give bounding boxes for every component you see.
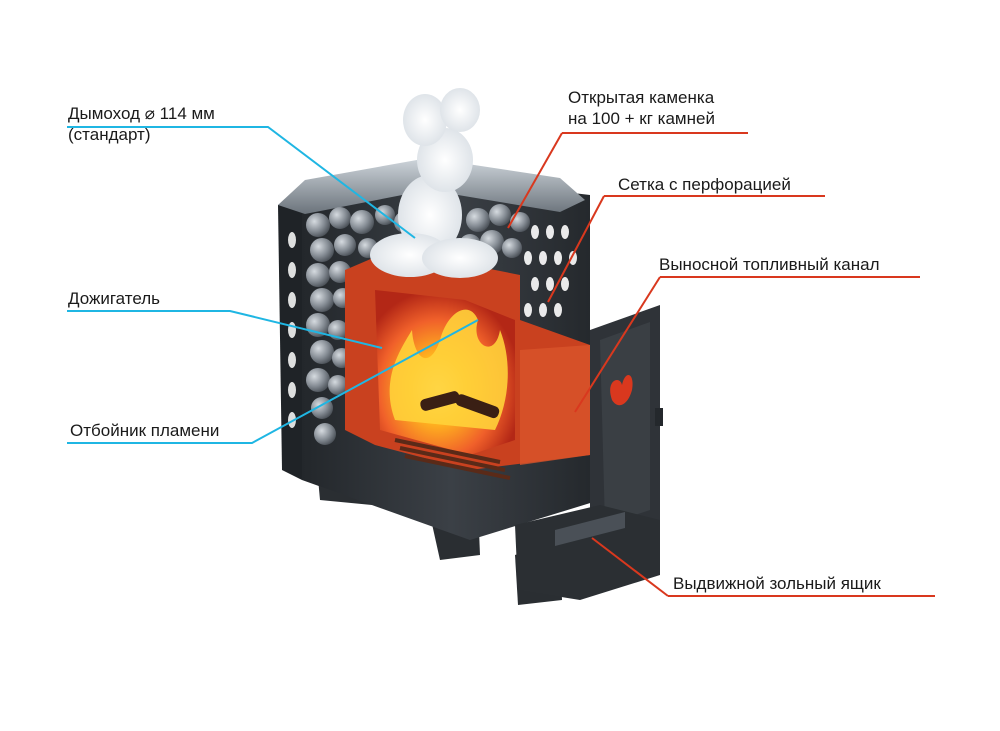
label-ash-box: Выдвижной зольный ящик <box>673 574 881 593</box>
flame-logo-icon <box>610 374 633 406</box>
ash-drawer <box>515 505 660 600</box>
steam-cloud <box>370 88 498 278</box>
firebox <box>345 250 590 480</box>
label-chimney-line2: (стандарт) <box>68 125 151 144</box>
label-afterburner: Дожигатель <box>68 289 161 308</box>
label-deflector: Отбойник пламени <box>70 421 220 440</box>
label-open-heater-line1: Открытая каменка <box>568 88 715 107</box>
flame-icon <box>389 309 508 430</box>
label-open-heater: Открытая каменка на 100 + кг камней <box>568 87 715 129</box>
label-mesh: Сетка с перфорацией <box>618 175 791 194</box>
fuel-channel <box>590 305 663 540</box>
label-chimney: Дымоход ⌀ 114 мм (стандарт) <box>68 103 215 145</box>
right-leader-lines <box>507 132 935 597</box>
label-chimney-line1: Дымоход ⌀ 114 мм <box>68 104 215 123</box>
label-fuel-channel: Выносной топливный канал <box>659 255 880 274</box>
left-leader-lines <box>67 126 479 444</box>
perforated-mesh <box>524 225 577 317</box>
label-open-heater-line2: на 100 + кг камней <box>568 109 715 128</box>
